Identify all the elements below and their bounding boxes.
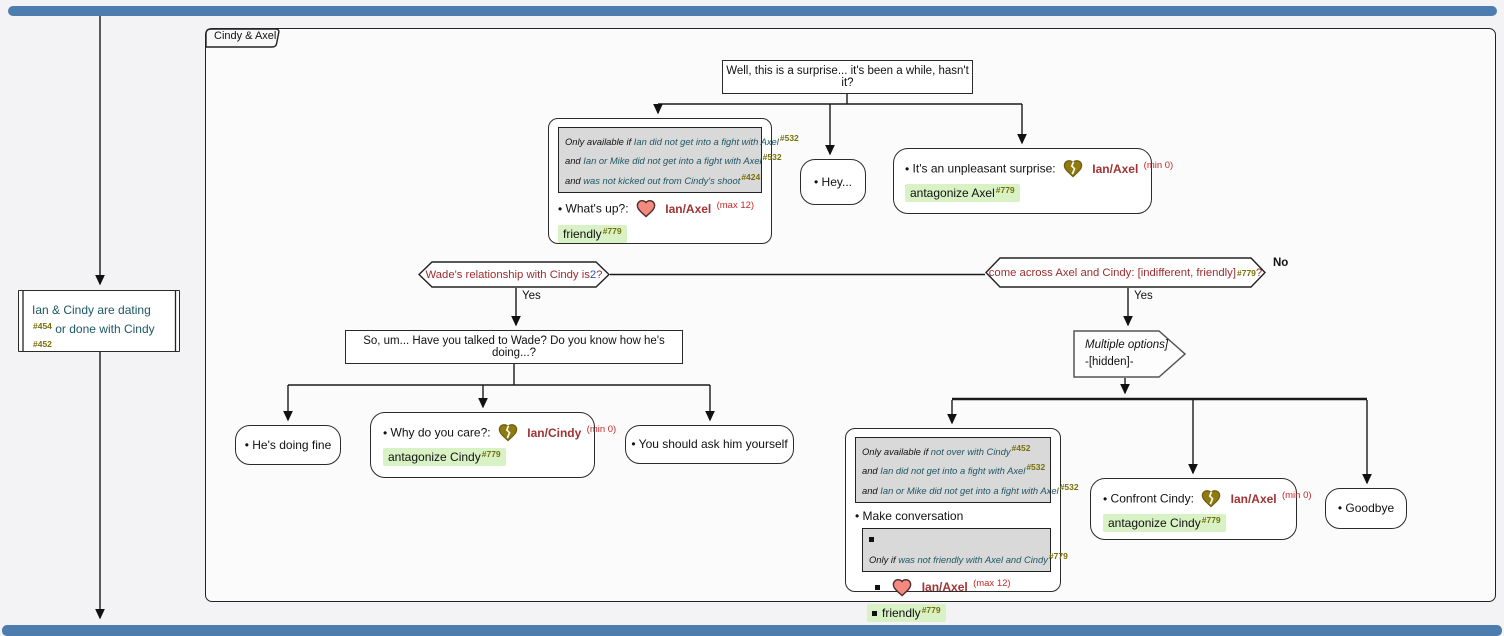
choice-node-goodbye[interactable]: Goodbye	[1325, 488, 1407, 529]
multiple-options-node[interactable]: Multiple options] -[hidden]-	[1073, 330, 1187, 378]
branch-label-yes: Yes	[1134, 290, 1153, 302]
condition-row: and Ian or Mike did not get into a fight…	[565, 152, 782, 167]
broken-heart-icon	[1202, 490, 1221, 508]
choice-text: Make conversation	[855, 508, 1051, 524]
relationship-row: Ian/Axel (max 12)	[875, 578, 1051, 599]
relationship-limit: (min 0)	[1281, 489, 1312, 501]
hexagon-shape	[418, 261, 610, 288]
choice-node-ask-him[interactable]: You should ask him yourself	[625, 425, 794, 464]
condition-row: and Ian or Mike did not get into a fight…	[862, 481, 1079, 496]
branch-label-yes: Yes	[522, 290, 541, 302]
choice-line: What's up?: Ian/Axel (max 12)	[558, 199, 762, 220]
effect-row: antagonize Cindy#779	[1103, 514, 1284, 532]
multiple-options-text: Multiple options] -[hidden]-	[1085, 339, 1169, 368]
double-strut-lines	[22, 291, 177, 351]
ref-779: #779	[921, 604, 941, 615]
choice-text: What's up?:	[565, 201, 629, 216]
choice-text: You should ask him yourself	[631, 436, 788, 452]
choice-node-whats-up[interactable]: Only available if Ian did not get into a…	[548, 118, 799, 244]
tab-label: Cindy & Axel	[214, 30, 277, 42]
ref-779: #779	[995, 185, 1015, 195]
dialogue-node-wade-question[interactable]: So, um... Have you talked to Wade? Do yo…	[345, 330, 683, 364]
condition-row: and was not kicked out from Cindy's shoo…	[565, 171, 761, 186]
choice-line: It's an unpleasant surprise: Ian/Axel (m…	[905, 159, 1173, 180]
decision-node-come-across[interactable]: come across Axel and Cindy: [indifferent…	[985, 257, 1266, 288]
relationship-limit: (max 12)	[716, 199, 755, 211]
ref-779: #779	[1236, 267, 1256, 278]
decision-text: come across Axel and Cindy: [indifferent…	[988, 266, 1263, 279]
choice-text: Hey...	[814, 174, 852, 190]
ref-452: #452	[33, 339, 52, 350]
choice-node-hey[interactable]: Hey...	[800, 159, 866, 205]
relationship-name: Ian/Axel	[665, 201, 712, 216]
effect-row: friendly#779	[867, 603, 1051, 622]
condition-row: Only available if Ian did not get into a…	[565, 133, 799, 147]
choice-node-why-care[interactable]: Why do you care?: Ian/Cindy (min 0) anta…	[370, 412, 616, 478]
decision-node-wade-relationship[interactable]: Wade's relationship with Cindy is 2?	[418, 261, 610, 288]
ref-454: #454	[33, 320, 52, 331]
condition-row: Only available if not over with Cindy#45…	[862, 443, 1031, 457]
availability-conditions: Only available if not over with Cindy#45…	[855, 437, 1079, 504]
choice-text: Confront Cindy:	[1110, 491, 1194, 506]
ref-779: #779	[602, 226, 622, 237]
choice-line: Why do you care?: Ian/Cindy (min 0)	[383, 423, 616, 444]
decision-text: Wade's relationship with Cindy is 2?	[425, 268, 603, 281]
dialogue-text: So, um... Have you talked to Wade? Do yo…	[363, 335, 665, 359]
relationship-name: Ian/Axel	[1230, 491, 1277, 506]
effect-row: antagonize Cindy#779	[383, 448, 582, 466]
choice-node-unpleasant-surprise[interactable]: It's an unpleasant surprise: Ian/Axel (m…	[893, 148, 1173, 214]
ref-779: #779	[1201, 515, 1221, 525]
availability-conditions: Only available if Ian did not get into a…	[558, 127, 799, 194]
heart-icon	[893, 578, 912, 597]
relationship-name: Ian/Cindy	[527, 425, 582, 440]
relationship-limit: (max 12)	[973, 578, 1011, 590]
root-dialogue-text: Well, this is a surprise... it's been a …	[726, 65, 969, 89]
effect-row: antagonize Axel#779	[905, 184, 1140, 202]
choice-text: He's doing fine	[245, 437, 331, 453]
choice-text: Why do you care?:	[390, 425, 491, 440]
effect-text: friendly	[882, 605, 921, 620]
choice-line: Confront Cindy: Ian/Axel (min 0)	[1103, 489, 1312, 510]
effect-text: antagonize Cindy	[388, 450, 481, 464]
tab-shape	[205, 28, 280, 48]
relationship-name: Ian/Axel	[1092, 161, 1139, 176]
effect-text: antagonize Axel	[910, 186, 995, 200]
relationship-limit: (min 0)	[586, 423, 617, 435]
broken-heart-icon	[1063, 160, 1083, 178]
choice-node-make-conversation[interactable]: Only available if not over with Cindy#45…	[845, 428, 1079, 622]
group-tab[interactable]: Cindy & Axel	[205, 28, 285, 48]
relationship-limit: (min 0)	[1143, 159, 1174, 171]
top-flow-bar	[8, 6, 1497, 16]
pentagon-shape	[1073, 330, 1187, 378]
hexagon-shape	[985, 257, 1266, 288]
bottom-flow-bar	[2, 625, 1502, 636]
effect-text: friendly	[563, 227, 602, 242]
ref-779: #779	[481, 449, 501, 459]
choice-text: It's an unpleasant surprise:	[912, 161, 1056, 176]
choice-text: Goodbye	[1338, 500, 1394, 516]
decision-value: 2	[589, 268, 597, 281]
only-if-condition: Only if was not friendly with Axel and C…	[862, 528, 1068, 572]
condition-row: and Ian did not get into a fight with Ax…	[862, 462, 1046, 477]
effect-row: friendly#779	[558, 225, 762, 244]
entry-condition-node[interactable]: Ian & Cindy are dating #454 or done with…	[18, 290, 180, 352]
choice-node-doing-fine[interactable]: He's doing fine	[235, 425, 341, 465]
branch-label-no: No	[1273, 257, 1289, 269]
entry-text-1: Ian & Cindy are dating	[32, 303, 151, 317]
broken-heart-icon	[498, 424, 518, 442]
root-dialogue-node[interactable]: Well, this is a surprise... it's been a …	[722, 60, 973, 94]
choice-node-confront-cindy[interactable]: Confront Cindy: Ian/Axel (min 0) antagon…	[1090, 478, 1312, 540]
relationship-name: Ian/Axel	[921, 580, 968, 595]
heart-icon	[636, 200, 656, 218]
entry-text-2: or done with Cindy	[51, 321, 155, 336]
effect-text: antagonize Cindy	[1108, 516, 1201, 530]
